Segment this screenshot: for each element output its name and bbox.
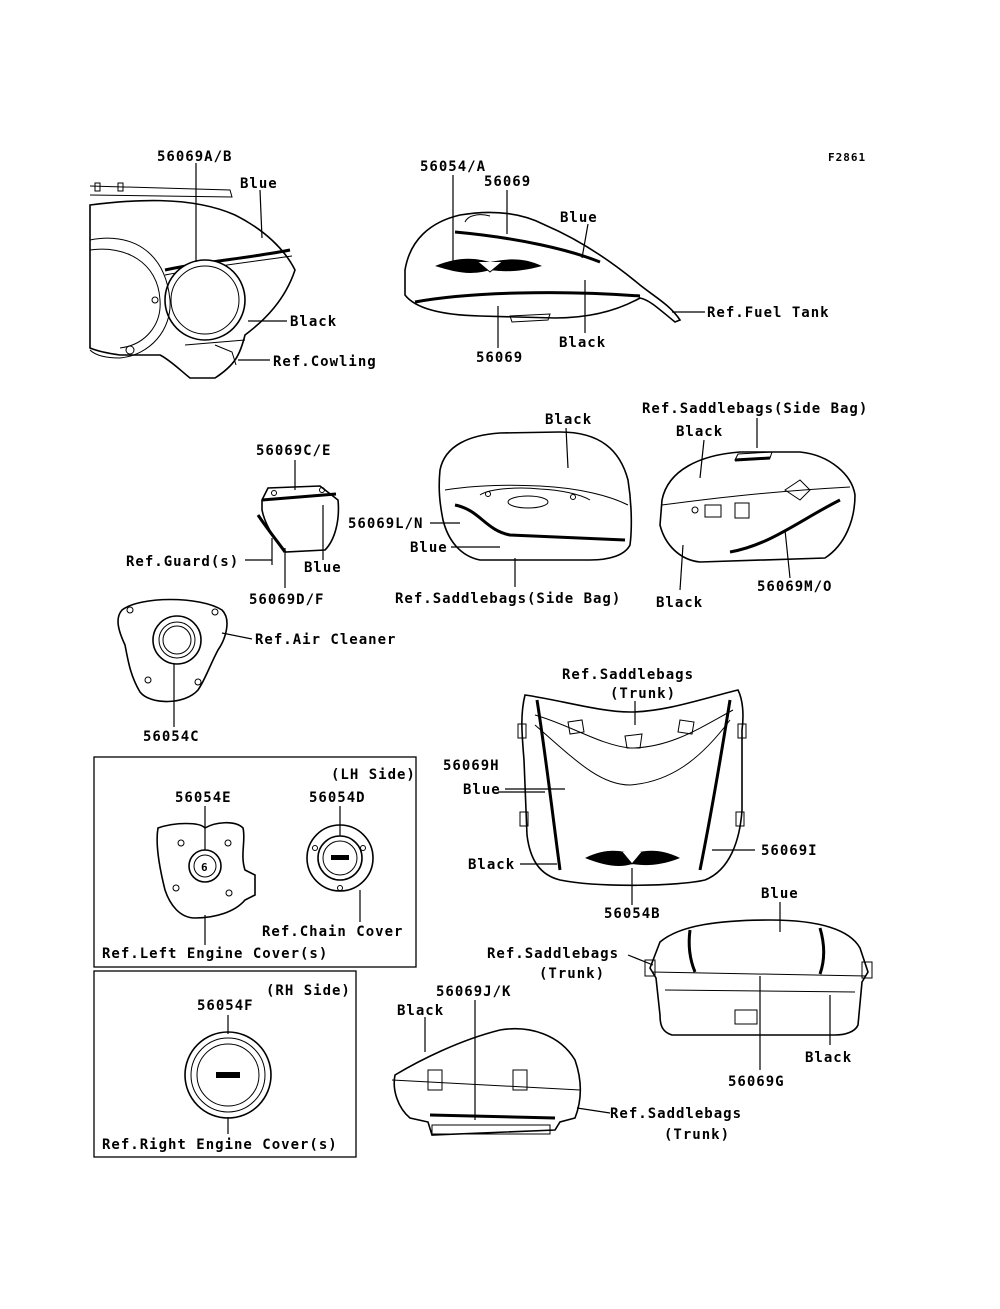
label-56054a: 56054/A	[420, 159, 486, 175]
label-56054b: 56054B	[604, 906, 661, 922]
label-ref-chain-cover: Ref.Chain Cover	[262, 924, 403, 940]
air-cleaner-illustration	[117, 598, 228, 703]
label-56069ln: 56069L/N	[348, 516, 423, 532]
label-trunk-ref: Ref.Saddlebags	[562, 667, 694, 683]
label-trunk-ref-sub: (Trunk)	[610, 686, 676, 702]
label-t2-black: Black	[805, 1050, 852, 1066]
label-ref-left-engine-cover: Ref.Left Engine Cover(s)	[102, 946, 328, 962]
label-56069mo: 56069M/O	[757, 579, 832, 595]
label-tank-black: Black	[559, 335, 606, 351]
right-engine-cover-illustration	[184, 1031, 272, 1119]
label-rh-side: (RH Side)	[266, 983, 351, 999]
label-56069ab: 56069A/B	[157, 149, 232, 165]
label-lbag-blue: Blue	[410, 540, 448, 556]
left-engine-cover-illustration: 6	[156, 821, 256, 919]
label-56054d: 56054D	[309, 790, 366, 806]
label-rbag-black-bottom: Black	[656, 595, 703, 611]
label-56069jk: 56069J/K	[436, 984, 511, 1000]
label-56069df: 56069D/F	[249, 592, 324, 608]
fuel-tank-illustration	[404, 211, 682, 323]
label-ref-side-bag-right: Ref.Saddlebags(Side Bag)	[642, 401, 868, 417]
label-ref-cowling: Ref.Cowling	[273, 354, 377, 370]
label-t3-black: Black	[397, 1003, 444, 1019]
trunk-side-illustration	[391, 1028, 582, 1136]
label-guard-blue: Blue	[304, 560, 342, 576]
trunk-top-illustration	[644, 919, 873, 1036]
svg-text:6: 6	[201, 861, 208, 874]
label-lbag-black: Black	[545, 412, 592, 428]
label-t3-ref-sub: (Trunk)	[664, 1127, 730, 1143]
cowling-illustration	[89, 182, 296, 379]
label-ref-fuel-tank: Ref.Fuel Tank	[707, 305, 830, 321]
label-56069h: 56069H	[443, 758, 500, 774]
lh-side-box	[93, 756, 417, 968]
label-trunk-black: Black	[468, 857, 515, 873]
chain-cover-illustration	[306, 824, 374, 892]
label-lh-side: (LH Side)	[331, 767, 416, 783]
label-56069g: 56069G	[728, 1074, 785, 1090]
guard-illustration	[256, 485, 340, 553]
label-cowling-blue: Blue	[240, 176, 278, 192]
rh-side-box	[93, 970, 357, 1158]
label-rbag-black-top: Black	[676, 424, 723, 440]
label-t2-blue: Blue	[761, 886, 799, 902]
label-56069-tank-bottom: 56069	[476, 350, 523, 366]
right-saddlebag-illustration	[659, 451, 856, 563]
label-trunk-blue: Blue	[463, 782, 501, 798]
label-ref-air-cleaner: Ref.Air Cleaner	[255, 632, 396, 648]
label-t2-ref: Ref.Saddlebags	[487, 946, 619, 962]
label-ref-guard: Ref.Guard(s)	[126, 554, 239, 570]
label-56069-tank-top: 56069	[484, 174, 531, 190]
figure-code: F2861	[828, 151, 866, 164]
label-t3-ref: Ref.Saddlebags	[610, 1106, 742, 1122]
label-56069ce: 56069C/E	[256, 443, 331, 459]
label-tank-blue: Blue	[560, 210, 598, 226]
trunk-front-illustration	[517, 689, 747, 887]
label-56054c: 56054C	[143, 729, 200, 745]
label-56054f: 56054F	[197, 998, 254, 1014]
label-ref-side-bag-left: Ref.Saddlebags(Side Bag)	[395, 591, 621, 607]
left-saddlebag-illustration	[438, 431, 633, 561]
label-cowling-black: Black	[290, 314, 337, 330]
label-ref-right-engine-cover: Ref.Right Engine Cover(s)	[102, 1137, 338, 1153]
label-56069i: 56069I	[761, 843, 818, 859]
label-t2-ref-sub: (Trunk)	[539, 966, 605, 982]
label-56054e: 56054E	[175, 790, 232, 806]
